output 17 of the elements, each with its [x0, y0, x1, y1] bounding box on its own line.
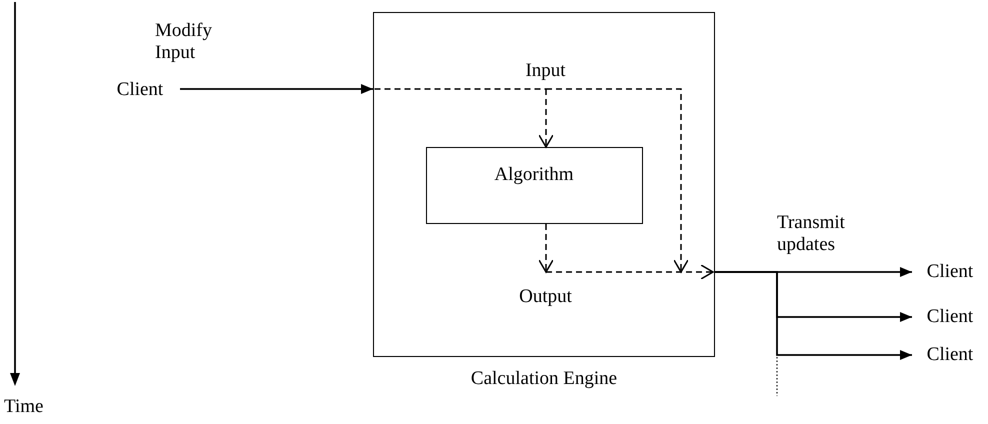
edge-label: Transmit updates — [777, 212, 847, 256]
output-label: Output — [508, 272, 584, 308]
algorithm-box — [426, 146, 642, 224]
arrow — [180, 84, 373, 94]
client-label: Client — [912, 260, 988, 284]
arrow — [715, 271, 912, 360]
input-label: Input — [510, 60, 582, 88]
dashed-arrow — [538, 89, 554, 148]
engine-caption: Calculation Engine — [470, 368, 618, 390]
dashed-arrow — [546, 264, 714, 280]
box-title: Algorithm — [493, 164, 575, 186]
dashed-arrow — [546, 88, 689, 273]
dashed-arrow — [538, 224, 554, 273]
client-label: Client — [100, 78, 180, 102]
client-label: Client — [912, 343, 988, 367]
axis-label: Time — [4, 396, 44, 418]
client-label: Client — [912, 305, 988, 329]
